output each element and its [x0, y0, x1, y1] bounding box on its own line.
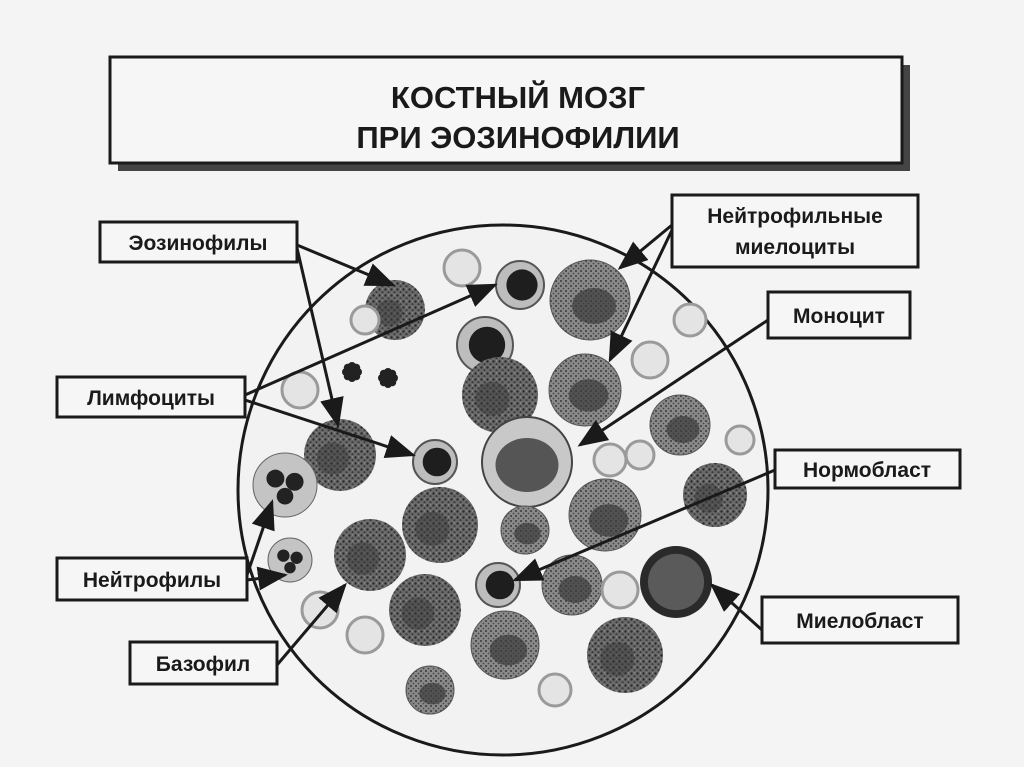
arrow: [296, 243, 396, 287]
title-line-1: КОСТНЫЙ МОЗГ: [391, 79, 645, 115]
cell: [412, 439, 458, 485]
label-normoblast-text: Нормобласт: [803, 459, 931, 482]
cells-group: [252, 248, 756, 715]
arrow: [245, 499, 275, 576]
cell: [462, 357, 538, 433]
title-line-2: ПРИ ЭОЗИНОФИЛИИ: [356, 120, 679, 155]
label-lymphocytes: Лимфоциты: [55, 375, 247, 419]
cell: [334, 519, 406, 591]
platelet: [378, 368, 398, 388]
cell: [592, 442, 628, 478]
cell: [405, 665, 455, 715]
label-myelocytes-line1: Нейтрофильные: [707, 205, 883, 228]
cell: [349, 304, 381, 336]
cell: [470, 610, 540, 680]
label-basophil: Базофил: [128, 640, 279, 686]
label-basophil-text: Базофил: [156, 653, 250, 676]
cell: [649, 394, 711, 456]
cell: [587, 617, 663, 693]
cell: [495, 260, 545, 310]
cell: [481, 416, 573, 508]
cell: [365, 280, 425, 340]
arrow: [512, 468, 776, 582]
label-myeloblast: Миелобласт: [760, 595, 960, 645]
cell: [402, 487, 478, 563]
label-eosinophils-text: Эозинофилы: [129, 232, 268, 255]
cell: [442, 248, 482, 288]
label-neutrophils: Нейтрофилы: [55, 556, 249, 602]
arrow: [617, 223, 673, 270]
arrow: [295, 247, 344, 428]
cell: [252, 452, 318, 518]
cell: [475, 562, 521, 608]
arrow: [246, 566, 288, 591]
label-eosinophils: Эозинофилы: [98, 220, 299, 264]
cell: [549, 259, 631, 341]
arrow: [709, 582, 764, 632]
cell: [600, 570, 640, 610]
cell: [724, 424, 756, 456]
arrow: [244, 398, 416, 459]
cell: [630, 340, 670, 380]
cell: [500, 505, 550, 555]
arrow: [577, 318, 769, 447]
label-monocyte-text: Моноцит: [793, 305, 885, 328]
arrow: [244, 283, 498, 397]
label-lymphocytes-text: Лимфоциты: [87, 387, 215, 410]
cell: [548, 353, 622, 427]
pointer-arrows: [244, 223, 776, 666]
cell: [672, 302, 708, 338]
label-neutrophilic-myelocytes: Нейтрофильные миелоциты: [670, 193, 920, 269]
cell: [389, 574, 461, 646]
arrow: [608, 229, 674, 363]
label-monocyte: Моноцит: [766, 290, 912, 340]
label-neutrophils-text: Нейтрофилы: [83, 569, 221, 592]
cell: [568, 478, 642, 552]
cell: [541, 554, 603, 616]
label-myelocytes-line2: миелоциты: [735, 236, 855, 259]
cell: [624, 439, 656, 471]
cell: [640, 546, 712, 618]
cell: [345, 615, 385, 655]
label-normoblast: Нормобласт: [773, 448, 962, 490]
title-box: КОСТНЫЙ МОЗГ ПРИ ЭОЗИНОФИЛИИ: [108, 55, 910, 171]
arrow: [275, 582, 347, 666]
cell: [537, 672, 573, 708]
label-myeloblast-text: Миелобласт: [796, 610, 923, 633]
platelet: [342, 362, 362, 382]
